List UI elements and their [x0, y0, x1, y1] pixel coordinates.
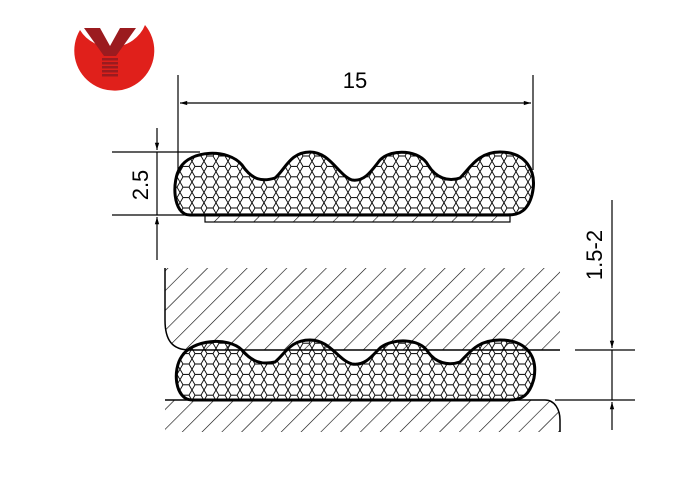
foam-strip-compressed — [174, 338, 537, 402]
installed-assembly — [164, 268, 561, 432]
thickness-dimension — [112, 128, 200, 260]
width-dimension — [177, 75, 534, 170]
foam-strip-uncompressed — [173, 150, 535, 217]
logo-ring — [74, 25, 155, 91]
logo-stripes — [102, 58, 118, 77]
logo-y-mark — [84, 28, 136, 56]
gap-label: 1.5-2 — [582, 230, 607, 280]
gap-dimension — [555, 200, 635, 430]
upper-frame-hatch — [165, 268, 560, 350]
seal-profile-free — [173, 150, 535, 223]
width-label: 15 — [343, 68, 367, 93]
thickness-label: 2.5 — [128, 170, 153, 201]
lower-frame-hatch — [165, 400, 560, 432]
company-logo — [74, 25, 155, 91]
